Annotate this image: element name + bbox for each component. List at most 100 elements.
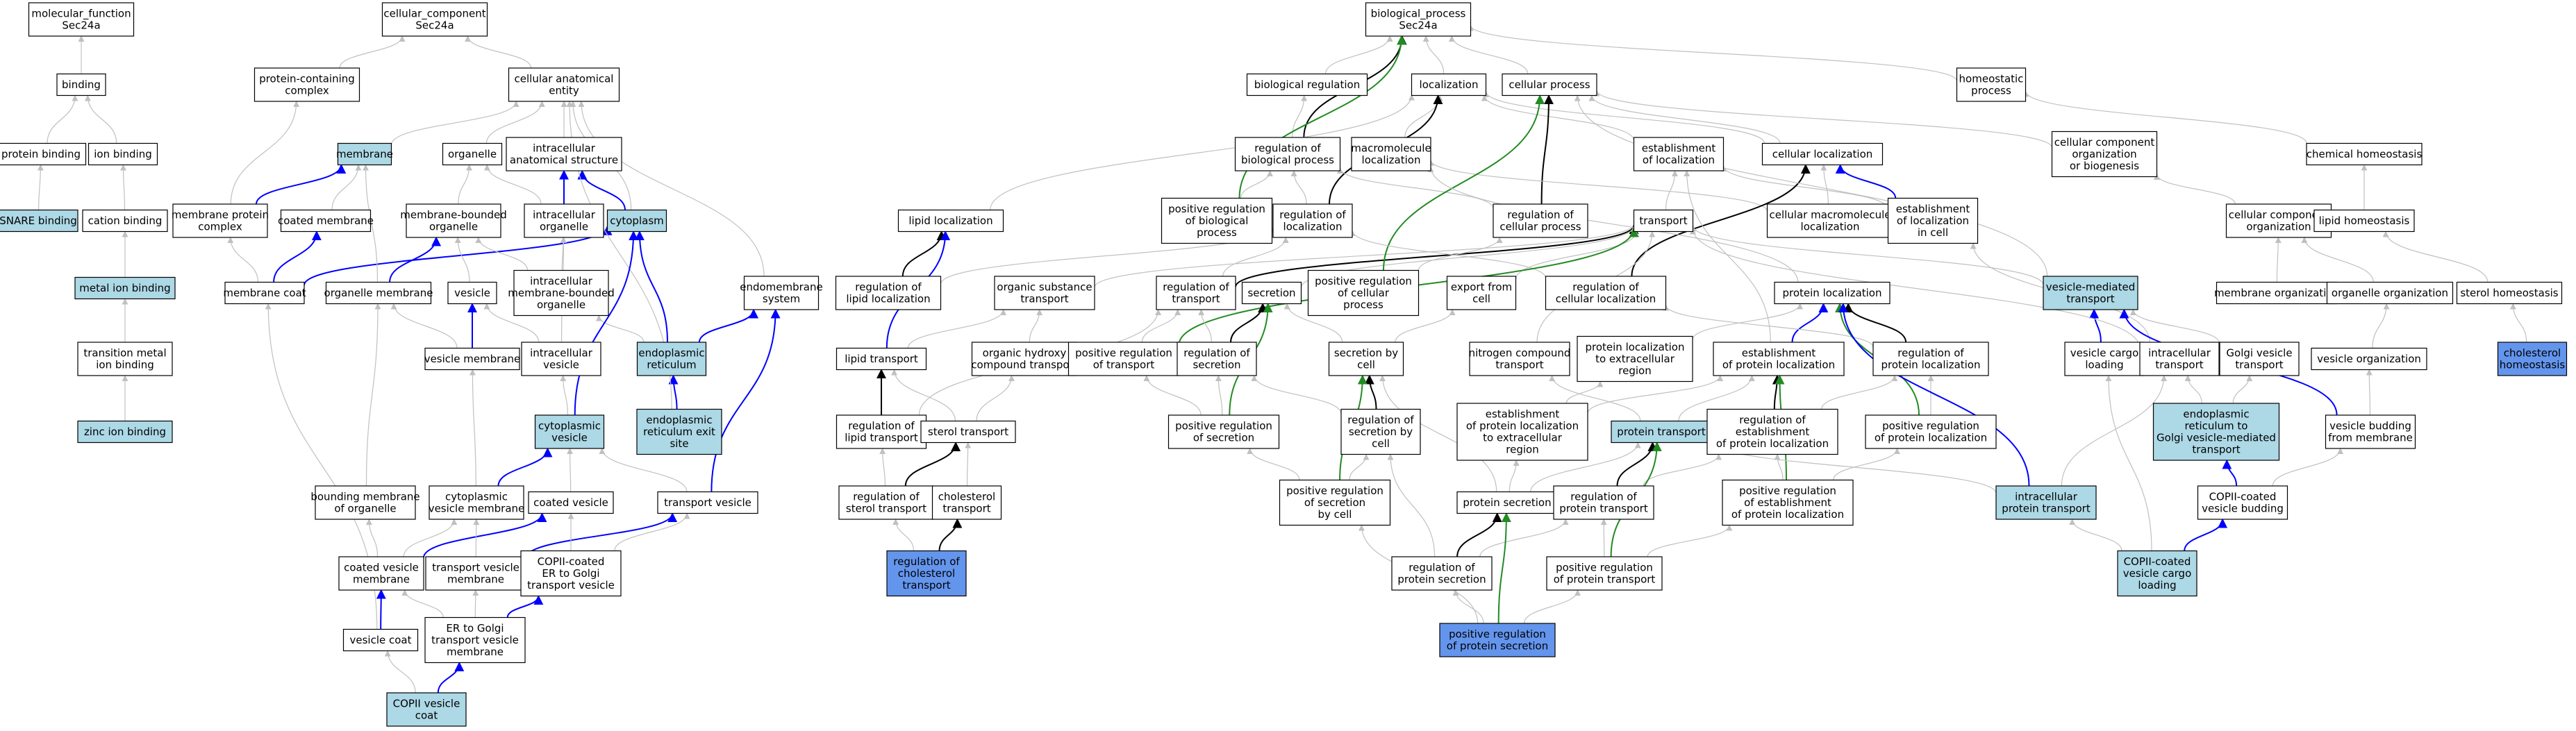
term-box: [315, 485, 416, 520]
term-label: lipid homeostasis: [2319, 215, 2410, 227]
term-box: [1439, 623, 1556, 657]
term-label: regulation of: [1570, 490, 1637, 503]
term-box: [1545, 276, 1667, 310]
term-label: localization: [1362, 153, 1421, 166]
term-label: molecular_function: [31, 7, 131, 20]
term-label: organelle: [429, 220, 478, 233]
edge-is-a: [390, 303, 458, 348]
term-box: [1577, 335, 1693, 383]
edge-regulates: [1540, 94, 1554, 205]
edge-part-of: [256, 164, 347, 205]
term-label: of protein localization: [1731, 508, 1844, 521]
term-box: [56, 73, 106, 96]
term-label: homeostasis: [2500, 358, 2566, 371]
term-box: [2043, 276, 2138, 310]
edge-positively-regulates: [1238, 35, 1406, 199]
term-label: intracellular: [2015, 490, 2078, 503]
term-label: endoplasmic: [2183, 407, 2249, 420]
term-label: cellular localization: [1556, 292, 1656, 305]
term-label: transport: [2192, 443, 2240, 455]
term-label: ER to Golgi: [446, 622, 504, 635]
edge-is-a: [1833, 448, 1900, 480]
term-node-secretion: secretion: [1241, 281, 1302, 305]
term-label: positive regulation: [1556, 561, 1653, 573]
term-box: [2497, 342, 2568, 376]
term-box: [1167, 414, 1280, 449]
term-box: [1391, 556, 1493, 591]
term-box: [2325, 414, 2416, 449]
term-label: positive regulation: [1449, 628, 1546, 640]
edge-regulates: [901, 230, 947, 277]
term-label: organelle: [540, 220, 588, 233]
edge-is-a: [1684, 170, 1771, 343]
edge-regulates: [1631, 164, 1811, 277]
term-label: coated membrane: [278, 215, 374, 227]
term-label: biological regulation: [1254, 78, 1360, 91]
term-label: membrane-bounded: [400, 208, 506, 221]
term-box: [1279, 479, 1391, 526]
edge-is-a: [1663, 304, 1874, 348]
edge-is-a: [599, 448, 688, 492]
edge-part-of: [437, 662, 465, 694]
term-label: membrane protein: [172, 208, 269, 221]
term-label: vesicle membrane: [429, 502, 525, 514]
term-box: [74, 276, 176, 300]
term-label: vesicle-mediated: [2046, 280, 2136, 293]
term-label: membrane-bounded: [508, 287, 614, 299]
term-label: cellular component: [2229, 208, 2329, 221]
term-box: [406, 203, 501, 238]
edge-is-a: [2272, 448, 2344, 487]
edge-is-a: [907, 309, 1007, 348]
edge-regulates: [1616, 442, 1658, 487]
term-label: Golgi vesicle: [2226, 346, 2292, 359]
term-label: positive regulation: [1175, 419, 1272, 432]
term-label: organelle organization: [2332, 287, 2448, 299]
edge-is-a: [1530, 442, 1641, 492]
edge-is-a: [2184, 375, 2202, 404]
term-label: vesicle budding: [2329, 419, 2411, 432]
term-node-protein-transport: protein transport: [1611, 420, 1712, 444]
edge-is-a: [1593, 90, 2053, 148]
edge-is-a: [465, 35, 532, 69]
edge-is-a: [365, 303, 381, 487]
term-label: regulation of: [1163, 280, 1229, 293]
term-label: transport vesicle: [664, 496, 751, 509]
term-label: biological process: [1241, 153, 1334, 166]
term-label: vesicle organization: [2317, 353, 2421, 365]
edge-is-a: [595, 314, 645, 343]
term-label: intracellular: [2148, 346, 2211, 359]
term-box: [1351, 137, 1431, 171]
term-label: localization: [1283, 220, 1343, 233]
term-label: by cell: [1318, 508, 1352, 521]
edge-is-a: [2232, 375, 2253, 404]
term-box: [1177, 342, 1257, 376]
edge-is-a: [1565, 380, 1604, 404]
term-label: site: [670, 437, 688, 450]
term-box: [447, 281, 497, 305]
edge-is-a: [1647, 524, 1733, 557]
edge-is-a: [331, 164, 362, 210]
edge-is-a: [2022, 90, 2307, 144]
term-label: cytoplasmic: [445, 490, 508, 503]
term-label: membrane: [447, 573, 504, 585]
term-box: [1161, 197, 1273, 244]
term-box: [1340, 408, 1421, 455]
term-node-transport-vesicle: transport vesicle: [657, 491, 758, 514]
edge-part-of: [1791, 303, 1829, 343]
